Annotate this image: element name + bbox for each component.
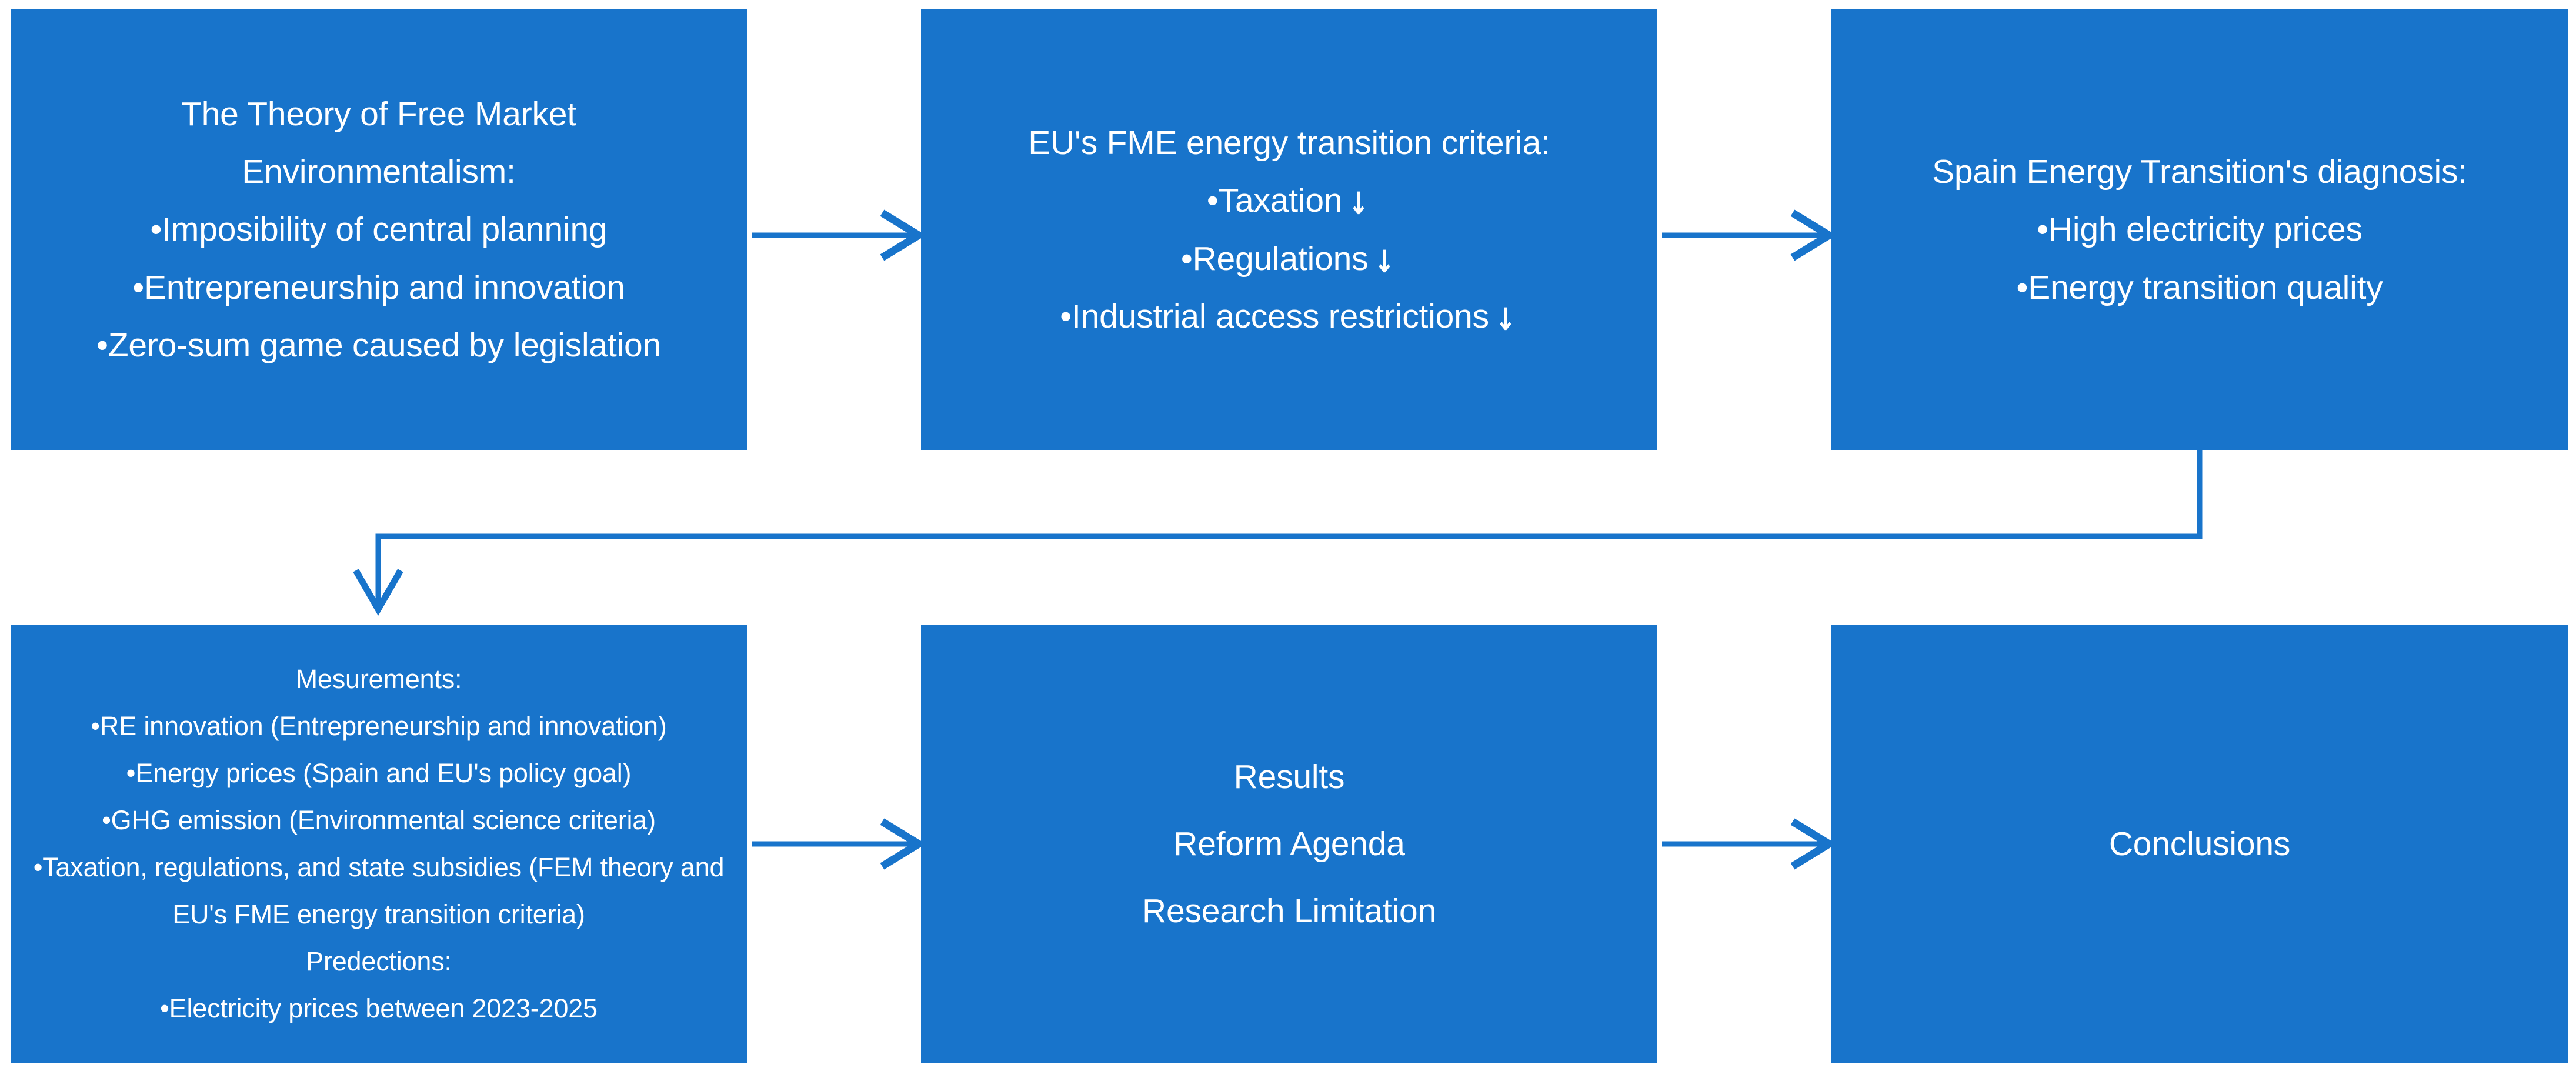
connector-diagnosis-to-measurements <box>341 447 2235 618</box>
node-theory-line-4: •Entrepreneurship and innovation <box>132 268 625 306</box>
node-measurements-heading-predections: Predections: <box>306 946 452 977</box>
node-conclusions-line-1: Conclusions <box>2108 825 2291 863</box>
node-theory-line-5: •Zero-sum game caused by legislation <box>96 326 662 364</box>
node-diagnosis-line-3: •Energy transition quality <box>2016 268 2383 306</box>
node-criteria-lines: EU's FME energy transition criteria: •Ta… <box>929 114 1649 345</box>
node-results-line-reform-agenda: Reform Agenda <box>1173 825 1405 863</box>
node-results-line-results: Results <box>1233 758 1345 796</box>
node-measurements-item-re-innovation: •RE innovation (Entrepreneurship and inn… <box>91 710 667 741</box>
node-theory-line-3: •Imposibility of central planning <box>150 211 608 249</box>
node-conclusions-lines: Conclusions <box>1840 815 2560 873</box>
node-theory-of-free-market-environmentalism[interactable]: The Theory of Free Market Environmentali… <box>11 9 747 450</box>
node-diagnosis-line-2: •High electricity prices <box>2037 211 2363 249</box>
node-criteria-line-3: •Regulations↓ <box>929 230 1649 288</box>
node-criteria-text-4: •Industrial access restrictions <box>1060 297 1489 335</box>
down-arrow-icon-regulations: ↓ <box>1374 243 1395 280</box>
node-diagnosis-lines: Spain Energy Transition's diagnosis: •Hi… <box>1840 143 2560 316</box>
node-measurements-item-electricity-prices: •Electricity prices between 2023-2025 <box>160 993 598 1024</box>
down-arrow-icon-taxation: ↓ <box>1348 186 1369 222</box>
node-conclusions[interactable]: Conclusions <box>1831 625 2568 1063</box>
node-measurements-item-taxation-regulations-subsidies: •Taxation, regulations, and state subsid… <box>33 852 725 930</box>
node-theory-line-1: The Theory of Free Market <box>181 95 576 134</box>
node-criteria-text-3: •Regulations <box>1180 239 1369 278</box>
node-eu-fme-energy-transition-criteria[interactable]: EU's FME energy transition criteria: •Ta… <box>921 9 1657 450</box>
node-measurements-heading-measurements: Mesurements: <box>295 663 462 694</box>
node-measurements-lines: Mesurements: •RE innovation (Entrepreneu… <box>19 656 739 1033</box>
down-arrow-icon-industrial-access: ↓ <box>1495 301 1516 338</box>
node-measurements-item-energy-prices: •Energy prices (Spain and EU's policy go… <box>126 757 632 788</box>
node-theory-lines: The Theory of Free Market Environmentali… <box>19 85 739 373</box>
node-measurements-item-ghg-emission: •GHG emission (Environmental science cri… <box>102 805 656 835</box>
node-measurements-and-predictions[interactable]: Mesurements: •RE innovation (Entrepreneu… <box>11 625 747 1063</box>
node-criteria-line-1: EU's FME energy transition criteria: <box>1028 124 1550 162</box>
node-criteria-line-4: •Industrial access restrictions↓ <box>929 288 1649 345</box>
node-results-lines: Results Reform Agenda Research Limitatio… <box>929 743 1649 944</box>
node-criteria-line-2: •Taxation↓ <box>929 172 1649 229</box>
node-results-line-research-limitation: Research Limitation <box>1142 892 1436 930</box>
node-results-reform-agenda-research-limitation[interactable]: Results Reform Agenda Research Limitatio… <box>921 625 1657 1063</box>
node-theory-line-2: Environmentalism: <box>242 153 516 191</box>
node-spain-energy-transition-diagnosis[interactable]: Spain Energy Transition's diagnosis: •Hi… <box>1831 9 2568 450</box>
node-criteria-text-2: •Taxation <box>1206 182 1343 220</box>
node-diagnosis-line-1: Spain Energy Transition's diagnosis: <box>1932 153 2467 191</box>
